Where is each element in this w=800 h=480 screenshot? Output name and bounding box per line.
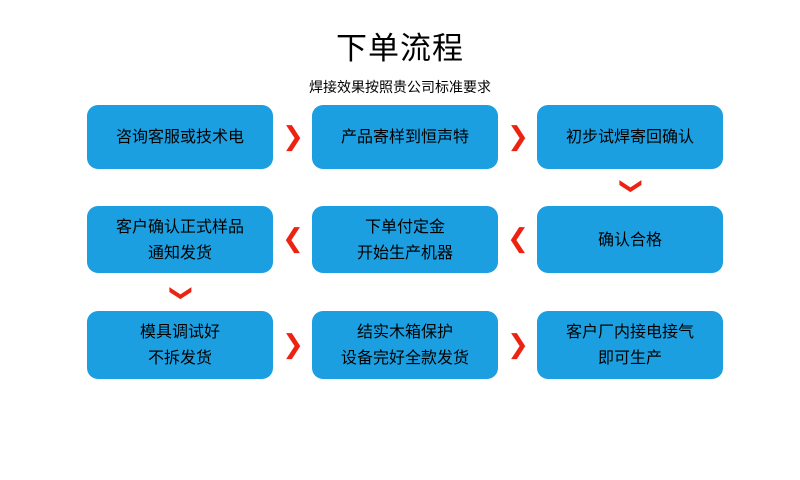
flow-node-step-7[interactable]: 模具调试好 不拆发货 [87, 311, 273, 379]
flow-node-step-8[interactable]: 结实木箱保护 设备完好全款发货 [312, 311, 498, 379]
flow-node-line: 结实木箱保护 [356, 322, 453, 341]
flow-node-step-1[interactable]: 咨询客服或技术电 [87, 105, 273, 169]
flow-node-step-6[interactable]: 客户确认正式样品 通知发货 [87, 206, 273, 273]
flow-node-step-9[interactable]: 客户厂内接电接气 即可生产 [537, 311, 723, 379]
flow-node-line: 初步试焊寄回确认 [565, 127, 694, 146]
flow-node-line: 不拆发货 [147, 348, 212, 367]
flow-node-line: 模具调试好 [139, 322, 220, 341]
arrow-down-icon: ❮ [617, 176, 642, 196]
flow-node-step-4[interactable]: 确认合格 [537, 206, 723, 273]
flow-node-line: 下单付定金 [364, 216, 445, 236]
page-title: 下单流程 [336, 31, 464, 67]
arrow-right-icon: ❯ [507, 330, 529, 360]
flow-node-step-3[interactable]: 初步试焊寄回确认 [537, 105, 723, 169]
flow-node-step-2[interactable]: 产品寄样到恒声特 [312, 105, 498, 169]
page-subtitle: 焊接效果按照贵公司标准要求 [309, 80, 491, 96]
flow-node-line: 开始生产机器 [356, 242, 453, 262]
arrow-left-icon: ❮ [507, 224, 529, 254]
flow-node-line: 确认合格 [597, 229, 662, 249]
arrow-down-icon: ❮ [167, 283, 192, 303]
flow-node-line: 客户厂内接电接气 [565, 322, 694, 341]
flow-node-line: 咨询客服或技术电 [115, 127, 244, 146]
flow-node-line: 客户确认正式样品 [115, 216, 244, 236]
flow-node-line: 通知发货 [147, 242, 212, 262]
arrow-right-icon: ❯ [507, 122, 529, 152]
arrow-right-icon: ❯ [282, 330, 304, 360]
arrow-left-icon: ❮ [282, 224, 304, 254]
flow-node-step-5[interactable]: 下单付定金 开始生产机器 [312, 206, 498, 273]
arrow-right-icon: ❯ [282, 122, 304, 152]
flow-node-line: 即可生产 [597, 348, 662, 367]
flow-node-line: 设备完好全款发货 [340, 348, 469, 367]
flow-node-line: 产品寄样到恒声特 [340, 127, 469, 146]
